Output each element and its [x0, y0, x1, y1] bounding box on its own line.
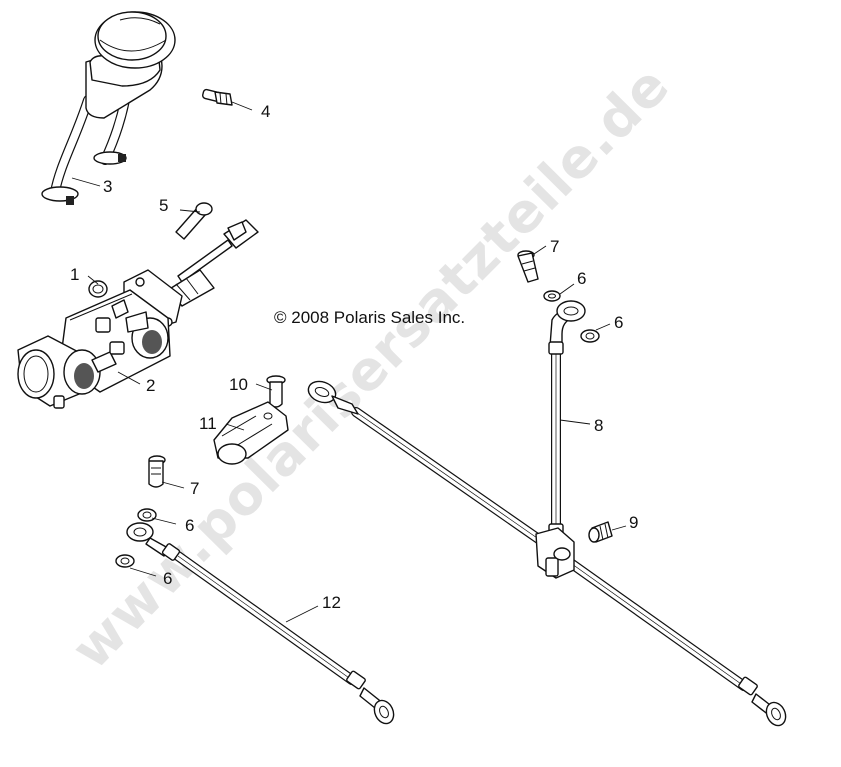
- callout-labels: 4 3 5 1 2 10 11 7 6 6 12 7 6 6 8 9: [70, 102, 638, 612]
- callout-6: 6: [185, 516, 194, 535]
- callout-9: 9: [629, 513, 638, 532]
- callout-1: 1: [70, 265, 79, 284]
- callout-12: 12: [322, 593, 341, 612]
- bolt-part-9: [588, 521, 613, 543]
- bracket-part-11: [213, 401, 289, 465]
- reservoir-assembly: [41, 11, 176, 205]
- brake-line-tee: [307, 380, 787, 727]
- callout-6: 6: [577, 269, 586, 288]
- washer-part-6: [580, 329, 600, 343]
- copyright-notice: © 2008 Polaris Sales Inc.: [274, 308, 465, 327]
- seal-part-1: [88, 280, 108, 298]
- brake-line-part-12: [126, 522, 395, 725]
- leader-lines: [71, 101, 627, 623]
- callout-11: 11: [199, 414, 217, 433]
- bolt-part-5: [175, 202, 213, 240]
- hose-clamp: [93, 151, 127, 165]
- callout-8: 8: [594, 416, 603, 435]
- callout-7: 7: [190, 479, 199, 498]
- washer-part-6: [137, 508, 157, 522]
- master-cylinder-assembly: [17, 219, 259, 409]
- screw-part-4: [201, 88, 233, 106]
- callout-5: 5: [159, 196, 168, 215]
- washer-part-6: [543, 290, 561, 302]
- callout-10: 10: [229, 375, 248, 394]
- washer-part-6: [115, 554, 135, 568]
- hose-clamp: [41, 186, 79, 205]
- callout-2: 2: [146, 376, 155, 395]
- callout-6: 6: [614, 313, 623, 332]
- banjo-bolt-part-7: [517, 250, 539, 283]
- watermark-text: www.polarisersatzteile.de: [59, 54, 681, 682]
- callout-4: 4: [261, 102, 270, 121]
- banjo-bolt-part-7: [148, 455, 166, 488]
- callout-3: 3: [103, 177, 112, 196]
- callout-7: 7: [550, 237, 559, 256]
- brake-line-part-8: [548, 300, 586, 541]
- callout-6: 6: [163, 569, 172, 588]
- pin-part-10: [266, 375, 286, 408]
